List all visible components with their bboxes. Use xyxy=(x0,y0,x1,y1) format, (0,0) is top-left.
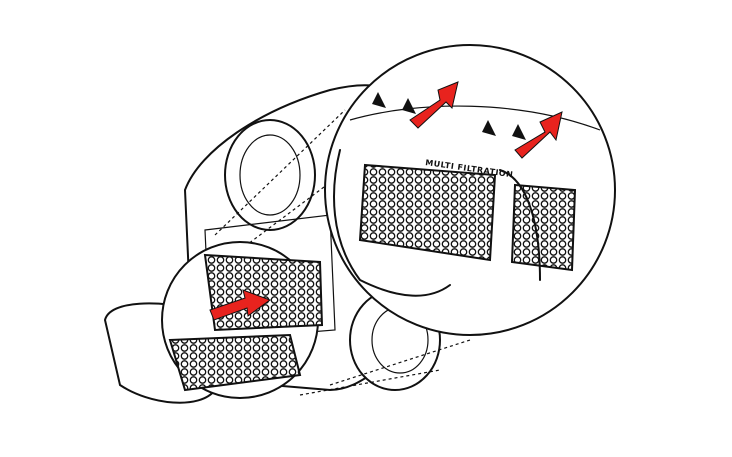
insert-arrow xyxy=(209,289,272,321)
detail-circle-small xyxy=(161,241,324,399)
zoom-guide-lines xyxy=(214,109,471,396)
detail-circle-large: MULTI FILTRATION xyxy=(324,44,616,336)
lift-arrow-left xyxy=(409,81,459,129)
tab-markers xyxy=(372,92,526,140)
lift-arrow-right xyxy=(514,111,563,159)
